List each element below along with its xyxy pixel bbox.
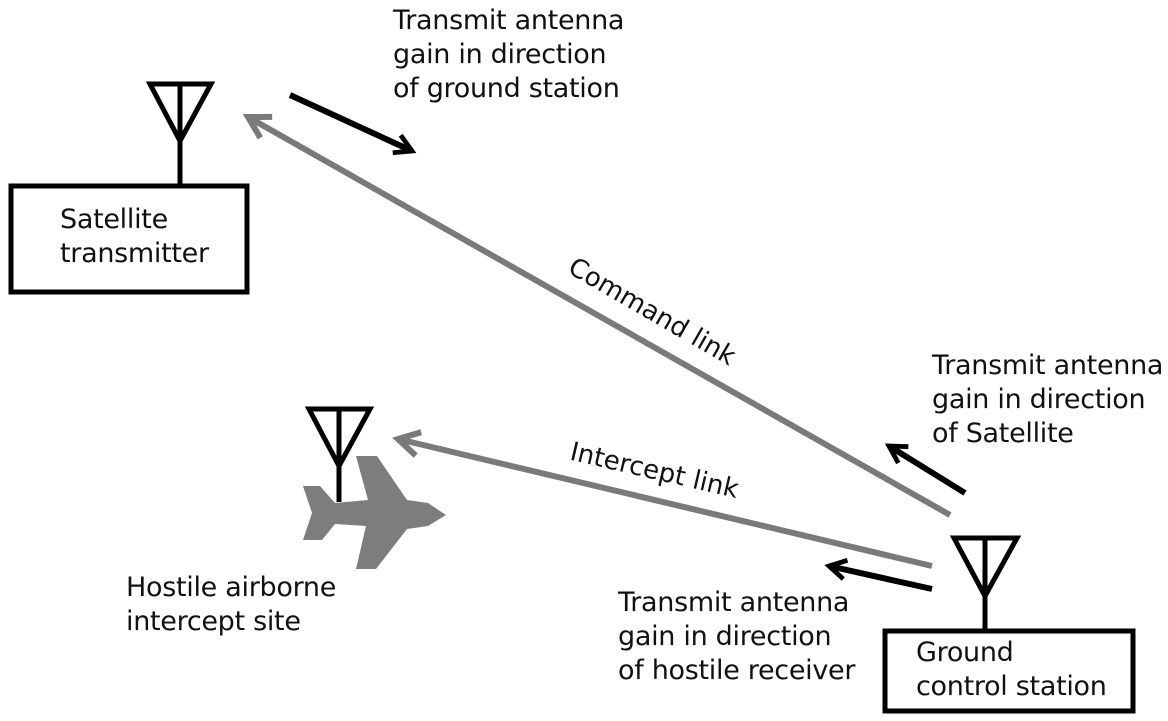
label-line: Ground <box>916 637 1014 668</box>
annotation-line: of Satellite <box>932 418 1074 449</box>
annotation-line: gain in direction <box>932 384 1146 415</box>
command-link-line <box>242 113 952 518</box>
annotation-line: Transmit antenna <box>393 5 625 36</box>
ground-hostile-gain-annotation: Transmit antenna gain in direction of ho… <box>618 586 855 688</box>
sat-gain-annotation: Transmit antenna gain in direction of gr… <box>393 4 624 106</box>
ground-control-station-label: Ground control station <box>916 636 1107 704</box>
intercept-link-line <box>392 429 933 569</box>
annotation-line: of ground station <box>393 73 620 104</box>
hostile-antenna-icon <box>304 406 375 502</box>
label-line: intercept site <box>126 606 301 637</box>
satellite-antenna-icon <box>145 81 216 185</box>
ground-control-station-box <box>882 628 1136 714</box>
annotation-line: gain in direction <box>393 39 607 70</box>
annotation-line: Transmit antenna <box>618 587 850 618</box>
ground-antenna-icon <box>949 535 1022 630</box>
satellite-transmitter-label: Satellite transmitter <box>60 203 209 271</box>
ground-hostile-gain-arrow <box>824 557 933 592</box>
aircraft-icon <box>303 456 446 569</box>
label-line: Hostile airborne <box>126 572 337 603</box>
label-line: transmitter <box>60 238 209 269</box>
sat-gain-arrow <box>288 92 417 156</box>
annotation-line: gain in direction <box>618 621 832 652</box>
label-line: control station <box>916 671 1107 702</box>
satellite-transmitter-box <box>8 183 250 295</box>
label-line: Satellite <box>60 204 168 235</box>
annotation-line: of hostile receiver <box>618 655 856 686</box>
ground-sat-gain-arrow <box>884 443 967 496</box>
hostile-intercept-site-label: Hostile airborne intercept site <box>126 571 336 639</box>
annotation-line: Transmit antenna <box>932 350 1164 381</box>
ground-sat-gain-annotation: Transmit antenna gain in direction of Sa… <box>932 349 1163 451</box>
